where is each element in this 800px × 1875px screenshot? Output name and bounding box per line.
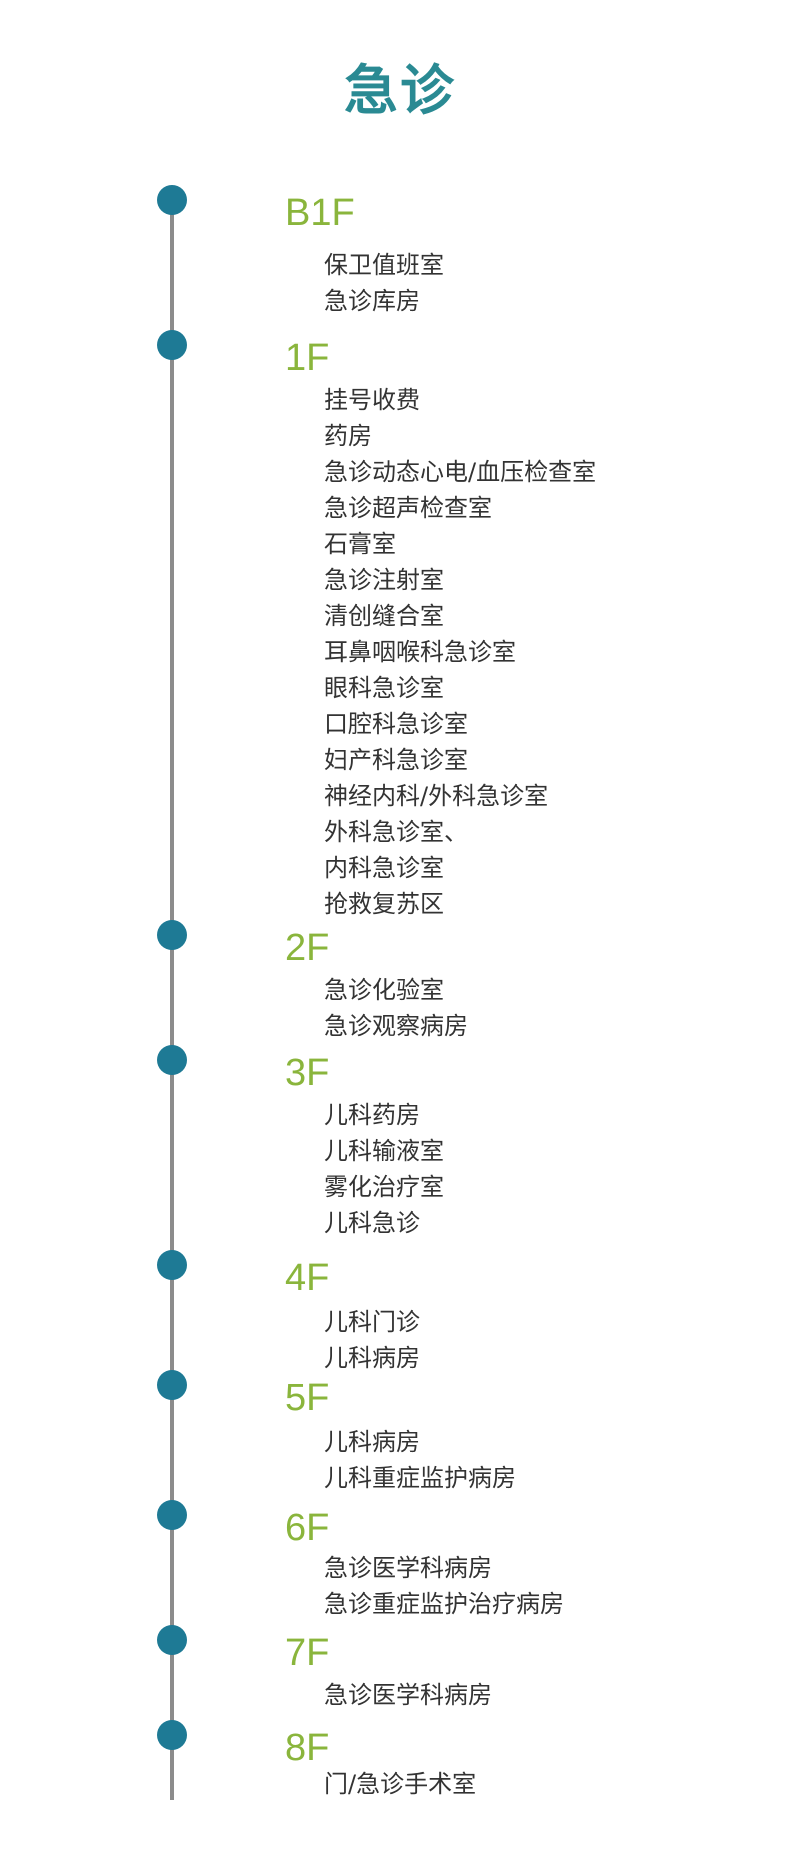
timeline-dot-icon <box>157 330 187 360</box>
room-item: 石膏室 <box>324 530 396 558</box>
floor-label: 3F <box>285 1052 330 1094</box>
room-item: 急诊动态心电/血压检查室 <box>324 458 597 486</box>
room-item: 儿科病房 <box>324 1344 420 1372</box>
floor-label: 2F <box>285 927 330 969</box>
room-item: 清创缝合室 <box>324 602 444 630</box>
room-item: 神经内科/外科急诊室 <box>324 782 549 810</box>
room-item: 急诊医学科病房 <box>324 1554 492 1582</box>
room-item: 急诊观察病房 <box>324 1012 468 1040</box>
room-item: 急诊化验室 <box>324 976 444 1004</box>
room-list: 儿科病房儿科重症监护病房 <box>324 1424 516 1496</box>
floor-label: 7F <box>285 1632 330 1674</box>
room-item: 挂号收费 <box>324 386 420 414</box>
room-list: 保卫值班室急诊库房 <box>324 247 444 319</box>
room-item: 门/急诊手术室 <box>324 1770 477 1798</box>
room-item: 外科急诊室、 <box>324 818 468 846</box>
floor-label: 1F <box>285 337 330 379</box>
timeline-line <box>170 200 174 1800</box>
room-item: 妇产科急诊室 <box>324 746 468 774</box>
room-item: 抢救复苏区 <box>324 890 444 918</box>
room-item: 雾化治疗室 <box>324 1173 444 1201</box>
room-item: 急诊超声检查室 <box>324 494 492 522</box>
room-list: 急诊医学科病房急诊重症监护治疗病房 <box>324 1550 564 1622</box>
room-item: 儿科急诊 <box>324 1209 420 1237</box>
room-item: 急诊医学科病房 <box>324 1681 492 1709</box>
room-item: 急诊注射室 <box>324 566 444 594</box>
room-item: 儿科重症监护病房 <box>324 1464 516 1492</box>
room-item: 儿科输液室 <box>324 1137 444 1165</box>
floor-label: 5F <box>285 1377 330 1419</box>
floor-label: 6F <box>285 1507 330 1549</box>
room-item: 儿科门诊 <box>324 1308 420 1336</box>
room-list: 急诊化验室急诊观察病房 <box>324 972 468 1044</box>
room-item: 儿科病房 <box>324 1428 420 1456</box>
room-item: 耳鼻咽喉科急诊室 <box>324 638 516 666</box>
timeline-dot-icon <box>157 1720 187 1750</box>
room-item: 口腔科急诊室 <box>324 710 468 738</box>
floor-label: 4F <box>285 1257 330 1299</box>
timeline-dot-icon <box>157 920 187 950</box>
timeline-dot-icon <box>157 185 187 215</box>
room-list: 儿科门诊儿科病房 <box>324 1304 420 1376</box>
timeline-dot-icon <box>157 1500 187 1530</box>
room-item: 急诊库房 <box>324 287 420 315</box>
room-list: 门/急诊手术室 <box>324 1766 476 1802</box>
timeline-dot-icon <box>157 1250 187 1280</box>
room-list: 儿科药房儿科输液室雾化治疗室儿科急诊 <box>324 1097 444 1241</box>
page-title: 急诊 <box>344 59 456 122</box>
floor-label: B1F <box>285 192 355 234</box>
room-item: 急诊重症监护治疗病房 <box>324 1590 564 1618</box>
room-item: 保卫值班室 <box>324 251 444 279</box>
room-item: 药房 <box>324 422 372 450</box>
timeline-dot-icon <box>157 1370 187 1400</box>
room-item: 眼科急诊室 <box>324 674 444 702</box>
timeline-dot-icon <box>157 1625 187 1655</box>
floor-label: 8F <box>285 1727 330 1769</box>
timeline-dot-icon <box>157 1045 187 1075</box>
room-item: 内科急诊室 <box>324 854 444 882</box>
room-item: 儿科药房 <box>324 1101 420 1129</box>
room-list: 急诊医学科病房 <box>324 1677 492 1713</box>
room-list: 挂号收费药房急诊动态心电/血压检查室急诊超声检查室石膏室急诊注射室清创缝合室耳鼻… <box>324 382 596 922</box>
